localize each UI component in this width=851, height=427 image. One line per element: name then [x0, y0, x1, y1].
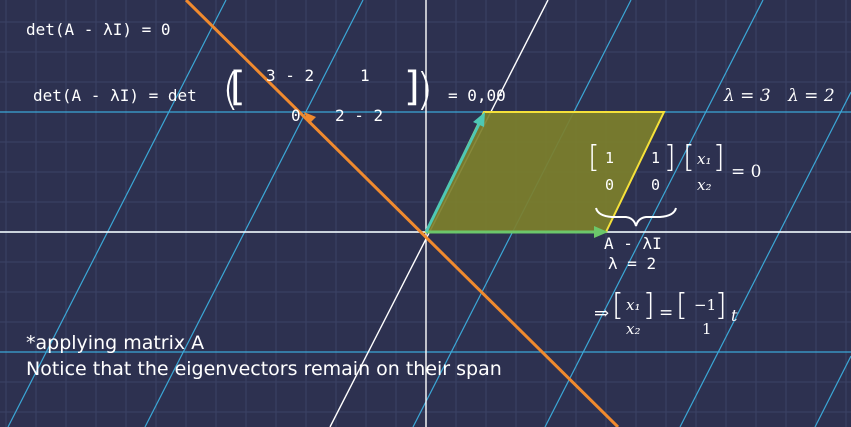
- system-cell-21: 0: [605, 176, 615, 194]
- basis-vector-i: [426, 226, 608, 238]
- system-cell-12: 1: [651, 149, 661, 167]
- transformed-unit-square: [424, 111, 666, 233]
- result-cell-2: 1: [702, 320, 712, 338]
- eigenvalue-1: λ = 3: [724, 86, 771, 106]
- matrix-cell-22: 2 - 2: [335, 106, 384, 125]
- solution-x1: x₁: [626, 296, 641, 314]
- note-applying-matrix: *applying matrix A: [26, 332, 205, 354]
- solution-vector-bracket-left: [: [612, 288, 624, 323]
- system-bracket-right: ]: [664, 140, 676, 175]
- solution-x2: x₂: [626, 320, 641, 338]
- implies-symbol: ⇒: [594, 303, 610, 324]
- eigenvector-span-line: [184, 0, 620, 427]
- characteristic-equation: det(A - λI) = 0: [26, 20, 171, 39]
- result-bracket-right: ]: [715, 288, 727, 323]
- solution-vector-bracket-right: ]: [643, 288, 655, 323]
- eigenvalue-2: λ = 2: [788, 86, 835, 106]
- determinant-result: = 0,00: [448, 86, 506, 105]
- eigenvalue-label: λ = 2: [608, 254, 657, 273]
- system-cell-22: 0: [651, 176, 661, 194]
- matrix-cell-11: 3 - 2: [266, 66, 315, 85]
- vector-x1: x₁: [697, 150, 712, 168]
- basis-vector-j: [424, 112, 485, 233]
- vector-x2: x₂: [697, 176, 712, 194]
- left-bracket: [: [230, 64, 246, 110]
- right-paren: ): [416, 64, 434, 115]
- system-rhs: = 0: [731, 162, 762, 182]
- matrix-cell-12: 1: [360, 66, 370, 85]
- solution-parameter: t: [731, 306, 738, 325]
- determinant-label: det(A - λI) = det: [33, 86, 197, 105]
- system-bracket-left: [: [588, 140, 600, 175]
- result-cell-1: −1: [694, 296, 717, 314]
- vector-bracket-left: [: [683, 140, 695, 175]
- solution-equals: =: [659, 303, 674, 323]
- system-cell-11: 1: [605, 149, 615, 167]
- left-paren: (: [222, 64, 240, 115]
- matrix-cell-21: 0: [291, 106, 301, 125]
- note-eigenvectors-span: Notice that the eigenvectors remain on t…: [26, 358, 502, 380]
- eigenvector-arrow: [304, 112, 316, 124]
- underbrace: [595, 207, 677, 227]
- vector-bracket-right: ]: [713, 140, 725, 175]
- brace-label: A - λI: [604, 234, 662, 253]
- right-bracket: ]: [404, 64, 420, 110]
- result-bracket-left: [: [676, 288, 688, 323]
